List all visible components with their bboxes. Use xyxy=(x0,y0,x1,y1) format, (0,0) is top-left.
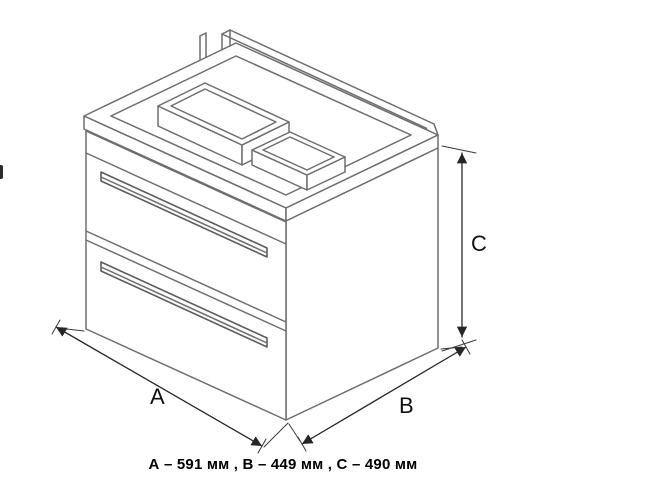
dimension-line-a xyxy=(55,326,263,447)
dimension-line-b xyxy=(301,346,467,445)
divider-opening xyxy=(262,136,335,171)
drawer-handle-top xyxy=(100,171,268,258)
cabinet-interior-dividers xyxy=(157,82,346,191)
drawer-top-edge xyxy=(85,152,287,245)
extension-tick xyxy=(257,438,267,454)
extension-tick xyxy=(461,339,471,355)
drawer-gap-edge xyxy=(85,230,287,323)
drawing-line xyxy=(221,29,231,35)
left-edge-artifact xyxy=(0,165,3,179)
dimension-b-label: B xyxy=(399,393,414,418)
handle-edge xyxy=(100,176,268,254)
extension-line xyxy=(263,422,289,448)
divider-opening xyxy=(170,88,277,140)
drawer-gap-edge xyxy=(85,239,287,332)
drawing-line xyxy=(229,29,435,125)
dimension-b: B xyxy=(288,339,471,452)
dimensions-caption: А – 591 мм , B – 449 мм , С – 490 мм xyxy=(148,456,418,473)
drawing-line xyxy=(433,123,439,136)
dimension-a-label: A xyxy=(150,384,165,409)
dimension-a: A xyxy=(51,319,289,454)
dimension-c-label: C xyxy=(471,231,487,256)
extension-tick xyxy=(51,319,61,335)
extension-line xyxy=(441,339,477,352)
extension-tick xyxy=(297,436,307,452)
drawing-line xyxy=(199,32,207,37)
extension-line xyxy=(441,145,477,154)
drawing-line xyxy=(221,33,427,129)
dimension-c: C xyxy=(441,145,487,352)
